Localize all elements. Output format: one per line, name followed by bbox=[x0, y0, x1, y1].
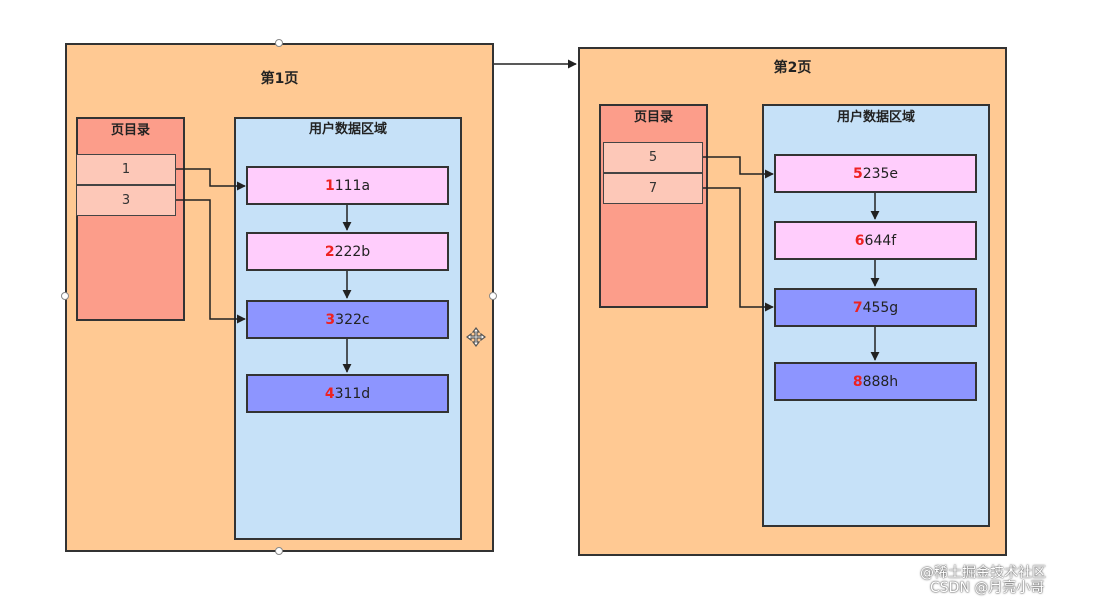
record-key: 1 bbox=[324, 177, 335, 194]
page-2-directory-title: 页目录 bbox=[633, 110, 673, 125]
watermark-line-2: CSDN @月亮小哥 bbox=[930, 580, 1045, 596]
record-key: 4 bbox=[324, 385, 335, 402]
page-1-region-title: 用户数据区域 bbox=[308, 122, 387, 137]
dir-arrow-3-to-record-3 bbox=[176, 199, 246, 324]
record-value: 111a bbox=[334, 177, 371, 194]
record-key: 5 bbox=[852, 165, 863, 182]
dir-arrow-1-to-record-1 bbox=[176, 168, 246, 191]
record-value: 222b bbox=[334, 243, 371, 260]
page-2-region-title: 用户数据区域 bbox=[836, 110, 915, 125]
page-1-directory-entry-2[interactable]: 3 bbox=[76, 185, 176, 216]
record-key: 6 bbox=[854, 232, 865, 249]
selection-handle-left[interactable] bbox=[61, 292, 69, 300]
record-key: 8 bbox=[852, 373, 863, 390]
record-key: 2 bbox=[324, 243, 335, 260]
selection-handle-top[interactable] bbox=[275, 39, 283, 47]
dir-arrow-7-to-record-7 bbox=[703, 187, 774, 312]
watermark-line-1: @稀土掘金技术社区 bbox=[920, 565, 1046, 581]
record-value: 311d bbox=[334, 385, 371, 402]
page-1-title: 第1页 bbox=[260, 71, 299, 87]
dir-arrow-5-to-record-5 bbox=[703, 156, 774, 179]
record-value: 455g bbox=[862, 299, 899, 316]
record-value: 235e bbox=[862, 165, 899, 182]
selection-handle-right[interactable] bbox=[489, 292, 497, 300]
record-key: 3 bbox=[325, 311, 336, 328]
record-key: 7 bbox=[852, 299, 863, 316]
move-cursor-icon bbox=[466, 327, 486, 347]
page-1-directory-entry-1[interactable]: 1 bbox=[76, 154, 176, 185]
record-value: 322c bbox=[335, 311, 370, 328]
page-2-directory-entry-1[interactable]: 5 bbox=[603, 142, 703, 173]
page-1-directory[interactable] bbox=[76, 117, 185, 321]
page-2-directory-entry-2[interactable]: 7 bbox=[603, 173, 703, 204]
page-2-title: 第2页 bbox=[773, 60, 812, 76]
page-2-directory[interactable] bbox=[599, 104, 708, 308]
record-value: 888h bbox=[862, 373, 899, 390]
selection-handle-bottom[interactable] bbox=[275, 547, 283, 555]
record-value: 644f bbox=[864, 232, 897, 249]
page-1-directory-title: 页目录 bbox=[110, 123, 150, 138]
